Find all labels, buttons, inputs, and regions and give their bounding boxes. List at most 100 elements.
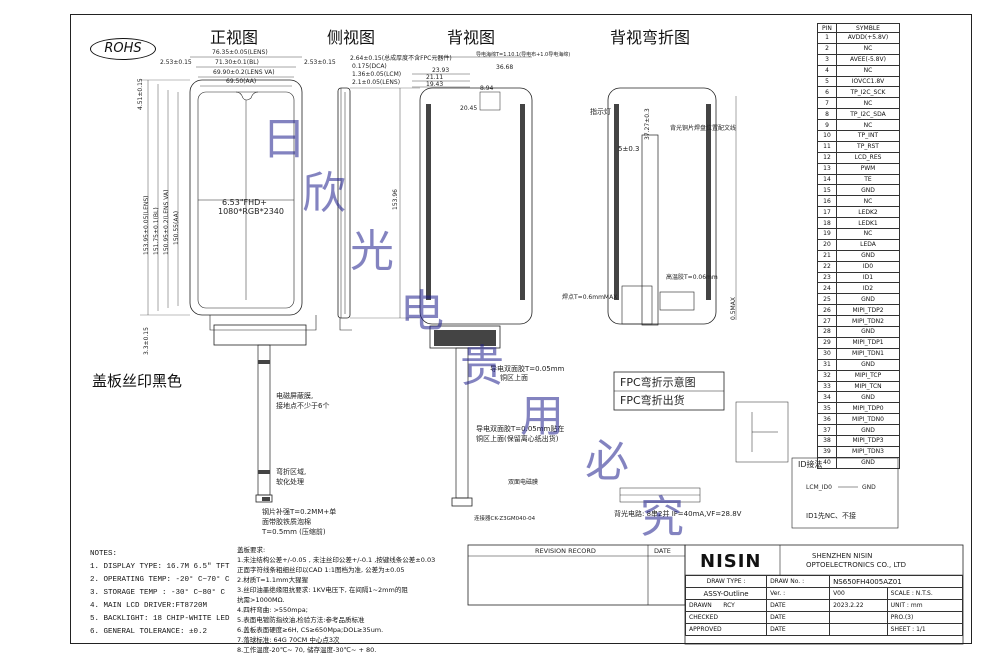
pin-number: 22 — [817, 260, 837, 273]
draw-no: NS650FH4005AZ01 — [829, 575, 963, 588]
pin-symbol: NC — [836, 97, 900, 110]
ver: V00 — [829, 587, 888, 600]
back-dim-6: 20.45 — [460, 105, 478, 112]
pin-number: 5 — [817, 75, 837, 88]
watermark-char: 贵 — [460, 341, 504, 392]
pin-number: 38 — [817, 434, 837, 447]
pin-number: 40 — [817, 456, 837, 469]
display-resolution: 1080*RGB*2340 — [218, 207, 284, 216]
proj-label: PRO.(3) — [886, 611, 964, 624]
watermark-char: 日 — [262, 114, 306, 165]
front-fpc-end — [255, 494, 273, 503]
note-item: 5. BACKLIGHT: 18 CHIP-WHITE LED — [90, 615, 230, 623]
pin-number: 39 — [817, 445, 837, 458]
unit-cell: UNIT : mm — [886, 599, 964, 612]
back-bend-view-title: 背视弯折图 — [610, 28, 691, 47]
pin-number: 20 — [817, 238, 837, 251]
approved-label: APPROVED — [684, 623, 768, 636]
watermark-char: 究 — [640, 492, 684, 543]
bend-outline — [607, 87, 717, 325]
scale-cell: SCALE : N.T.S. — [886, 587, 964, 600]
pin-symbol: GND — [836, 358, 900, 371]
dim-bottom-margin: 3.3±0.15 — [143, 327, 150, 355]
pin-symbol: ID2 — [836, 282, 900, 295]
watermark-char: 光 — [350, 226, 394, 277]
pin-symbol: AVEE(-5.8V) — [836, 53, 900, 66]
req-item: 7.落球标准: 64G 70CM 中心点3次 — [237, 636, 340, 644]
back-film-note: 双面电磁膜 — [508, 479, 539, 486]
pin-number: 8 — [817, 108, 837, 121]
req-item: 1.未注结构公差+/-0.05 , 未注丝印公差+/-0.1 ,按键线条公差±0… — [237, 556, 436, 564]
pin-number: 35 — [817, 402, 837, 415]
back-fpc-note-2: 铜区上面 — [500, 374, 528, 382]
pin-number: 2 — [817, 42, 837, 55]
front-notch — [235, 91, 259, 101]
pin-symbol: TP_INT — [836, 130, 900, 142]
title-block-table: DRAW TYPE : DRAW No. : NS650FH4005AZ01 A… — [684, 575, 964, 636]
pin-symbol: MIPI_TDN0 — [836, 413, 900, 426]
req-item: 正面字符线条粗细丝印以CAD 1:1图档为准, 公差为±0.05 — [237, 566, 405, 574]
pin-number: 27 — [817, 315, 837, 328]
checked-label: CHECKED — [684, 611, 768, 624]
id-title: ID接法 — [798, 460, 823, 469]
date-label: DATE — [766, 599, 831, 612]
company-name-1: SHENZHEN NISIN — [812, 552, 873, 560]
pin-number: 29 — [817, 336, 837, 349]
sheet-cell: SHEET : 1/1 — [886, 623, 964, 636]
back-view-title: 背视图 — [447, 28, 496, 47]
pin-symbol: MIPI_TDN2 — [836, 315, 900, 328]
display-size: 6.53"FHD+ — [222, 198, 267, 207]
pin-number: 11 — [817, 140, 837, 153]
bend-note-1: 弯折区域, — [276, 468, 307, 476]
dim-height-aa: 150.55(AA) — [173, 210, 180, 245]
pin-symbol: LEDK2 — [836, 206, 900, 219]
pin-number: 32 — [817, 369, 837, 382]
note-item: 1. DISPLAY TYPE: 16.7M 6.5" TFT — [90, 563, 230, 571]
steel-note-3: T=0.5mm (压缩前) — [262, 528, 326, 536]
bend-dim-3: 0.5MAX — [730, 297, 737, 320]
note-item: 6. GENERAL TOLERANCE: ±0.2 — [90, 628, 208, 636]
pin-number: 18 — [817, 217, 837, 230]
silk-print-note: 盖板丝印黑色 — [92, 372, 183, 390]
bend-note-solder: 焊点T=0.6mmMAX — [562, 294, 618, 301]
pin-number: 6 — [817, 86, 837, 99]
bend-dim-1: 37.27±0.3 — [644, 108, 651, 140]
notes-title: NOTES: — [90, 550, 118, 558]
pin-number: 12 — [817, 151, 837, 164]
pin-number: 36 — [817, 413, 837, 426]
back-cond-note-2: 铜区上面(保留离心纸出货) — [476, 435, 559, 443]
drawn-row: DRAWN RCY — [684, 599, 768, 612]
pin-symbol: ID1 — [836, 271, 900, 284]
pin-number: 26 — [817, 304, 837, 317]
pin-symbol: NC — [836, 195, 900, 208]
pin-number: 21 — [817, 249, 837, 262]
general-notes: NOTES: 1. DISPLAY TYPE: 16.7M 6.5" TFT 2… — [90, 548, 230, 639]
req-title: 盖板要求: — [237, 546, 266, 554]
pin-symbol: GND — [836, 424, 900, 436]
req-item: 4.四杆弯曲: >550mpa; — [237, 606, 308, 614]
back-fpc-note-1: 导电双面胶T=0.05mm — [490, 365, 565, 373]
back-top-note: 导电海绵T=1.10.1(导电布+1.0导电海绵) — [476, 52, 571, 58]
rohs-badge: ROHS — [90, 38, 156, 60]
side-thickness-lens: 2.1±0.05(LENS) — [352, 79, 401, 86]
pin-symbol: GND — [836, 184, 900, 197]
pin-symbol: GND — [836, 456, 900, 469]
